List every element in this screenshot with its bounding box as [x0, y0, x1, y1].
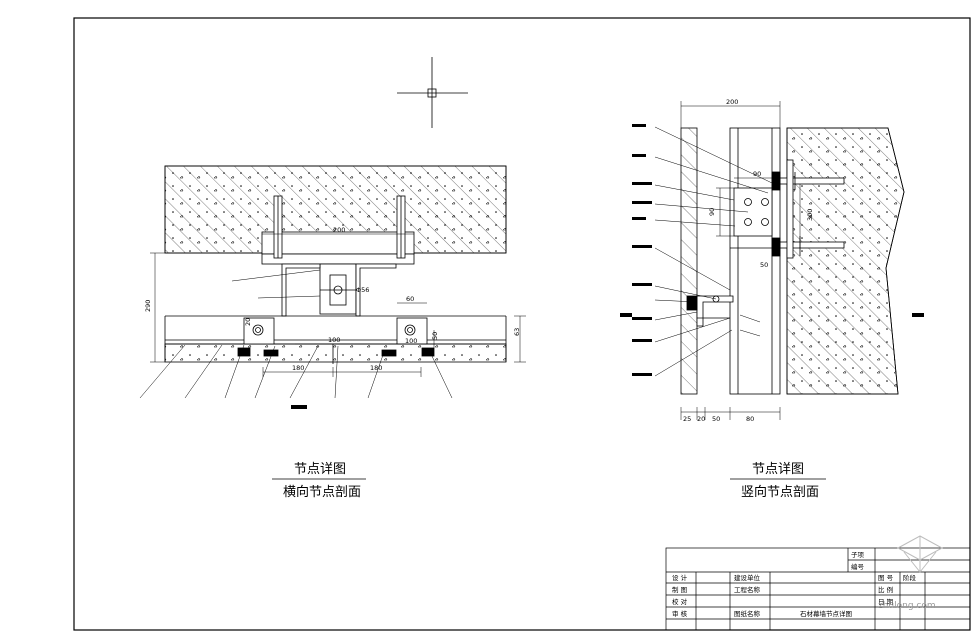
section-marker-left — [291, 405, 307, 409]
stone-clip — [696, 295, 734, 327]
dim-100-center: 100 — [328, 336, 340, 344]
dim-63: 63 — [513, 328, 521, 336]
right-annotation-markers — [620, 124, 924, 376]
tb-phase: 阶段 — [903, 573, 917, 582]
vertical-mullion — [729, 127, 781, 395]
rdim-90b: 90 — [708, 208, 716, 216]
tb-no: 图 号 — [878, 574, 894, 582]
tb-drawing-name: 石材幕墙节点详图 — [800, 609, 852, 618]
tb-check: 校 对 — [672, 597, 688, 606]
sheet-border — [73, 17, 971, 631]
clip-left — [243, 317, 275, 345]
connection-plate — [733, 187, 773, 237]
rdim-300: 300 — [806, 209, 814, 221]
rdim-20: 20 — [697, 415, 705, 423]
dim-50: 50 — [431, 332, 439, 340]
rdim-90: 90 — [753, 170, 761, 178]
left-caption-subtitle: 横向节点剖面 — [283, 484, 361, 500]
tb-review: 审 核 — [672, 609, 688, 618]
dim-180-left: 180 — [292, 364, 304, 372]
dim-20: 20 — [244, 318, 252, 326]
dim-100-right: 100 — [405, 337, 417, 345]
dim-200: 200 — [333, 226, 345, 234]
rdim-25: 25 — [683, 415, 691, 423]
tb-drawing-label: 图纸名称 — [734, 609, 761, 618]
right-dimensions — [654, 101, 801, 420]
rdim-50: 50 — [760, 261, 768, 269]
horizontal-section-view — [164, 165, 507, 364]
tb-num: 编号 — [851, 562, 865, 571]
embed-plate — [261, 231, 415, 255]
angle-bracket-left — [281, 263, 321, 317]
right-caption-title: 节点详图 — [752, 462, 804, 477]
left-dimension-text: 200 290 60 100 100 180 180 20 63 50 Φ56 — [144, 226, 521, 372]
right-caption-subtitle: 竖向节点剖面 — [741, 484, 819, 500]
tb-date: 日 期 — [878, 598, 894, 606]
dim-phi56: Φ56 — [356, 286, 369, 294]
steel-channel — [319, 263, 357, 315]
dim-290: 290 — [144, 300, 152, 312]
left-caption-title: 节点详图 — [294, 462, 346, 477]
center-mark — [397, 57, 468, 128]
rdim-50b: 50 — [712, 415, 720, 423]
rdim-200: 200 — [726, 98, 738, 106]
dim-180-right: 180 — [370, 364, 382, 372]
title-block — [665, 547, 971, 631]
tb-draw: 制 图 — [672, 585, 687, 594]
tb-unit: 建设单位 — [734, 573, 761, 582]
rdim-80: 80 — [746, 415, 754, 423]
vertical-section-view — [680, 127, 905, 395]
watermark-logo — [896, 535, 944, 573]
dim-60: 60 — [406, 295, 414, 303]
tb-sub: 子项 — [851, 551, 865, 559]
tb-design: 设 计 — [672, 573, 688, 582]
right-dimension-text: 200 90 90 300 50 25 20 50 80 — [683, 98, 814, 423]
tb-scale: 比 例 — [878, 585, 893, 594]
tb-project: 工程名称 — [734, 585, 761, 594]
stone-panel-right — [680, 127, 698, 395]
title-block-text: 设 计 制 图 校 对 审 核 建设单位 工程名称 图纸名称 石材幕墙节点详图 … — [672, 551, 917, 618]
left-dimensions — [139, 233, 526, 399]
watermark-text: zhulong.com — [878, 601, 936, 611]
